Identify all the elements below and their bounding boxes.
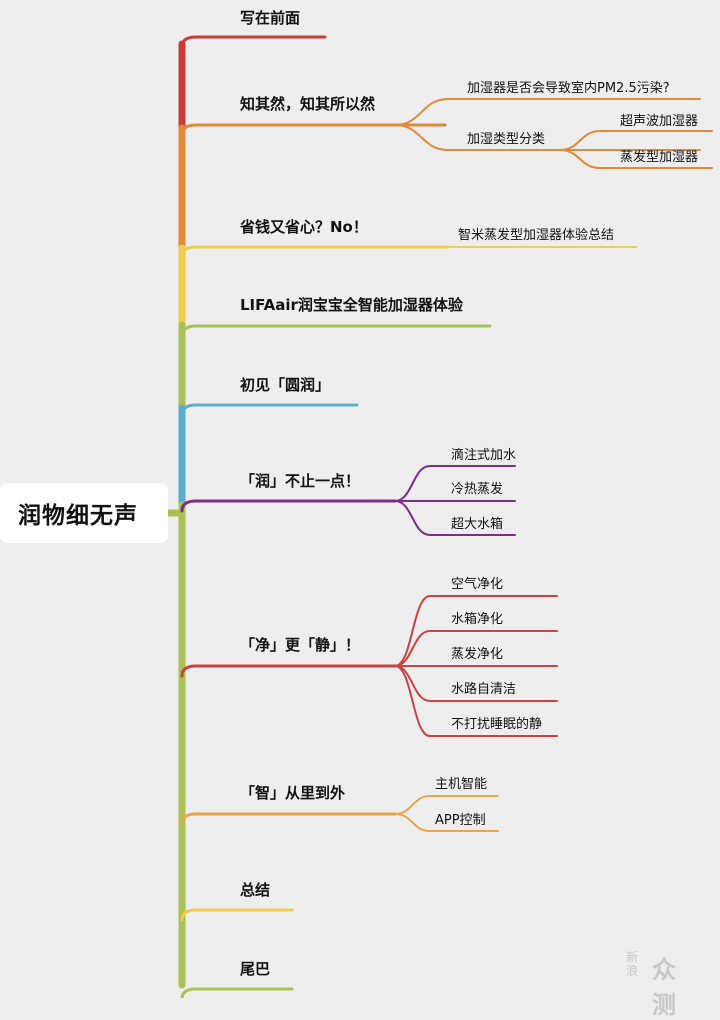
branch-label-lifaair[interactable]: LIFAair润宝宝全智能加湿器体验 xyxy=(240,296,463,314)
sub-label-quiet[interactable]: 不打扰睡眠的静 xyxy=(451,717,543,732)
branch-line-summary xyxy=(180,908,294,922)
branch-line-save xyxy=(180,245,450,259)
sub-line-moisture-2 xyxy=(394,500,516,536)
branch-label-smart[interactable]: 「智」从里到外 xyxy=(240,784,346,802)
sub-label-tank-purify[interactable]: 水箱净化 xyxy=(451,612,504,627)
branch-label-moisture[interactable]: 「润」不止一点！ xyxy=(240,472,361,490)
sub-label-zhimi[interactable]: 智米蒸发型加湿器体验总结 xyxy=(458,228,615,243)
sub-label-ultrasonic[interactable]: 超声波加湿器 xyxy=(620,114,699,129)
sub-line-moisture-0 xyxy=(394,465,516,502)
sub-line-clean-0 xyxy=(394,595,558,667)
branch-label-tail[interactable]: 尾巴 xyxy=(240,960,271,978)
branch-line-lifaair xyxy=(180,324,492,338)
sub-label-pm25[interactable]: 加湿器是否会导致室内PM2.5污染? xyxy=(467,81,670,96)
sub-label-types[interactable]: 加湿类型分类 xyxy=(467,132,546,147)
branch-label-summary[interactable]: 总结 xyxy=(240,881,271,899)
branch-line-clean-quiet xyxy=(180,664,397,678)
sub-label-drip[interactable]: 滴注式加水 xyxy=(451,448,517,463)
branch-label-clean-quiet[interactable]: 「净」更「静」！ xyxy=(240,636,361,654)
sub-line-clean-4 xyxy=(394,665,558,737)
sub-line-clean-1 xyxy=(394,630,558,667)
branch-line-moisture xyxy=(180,499,397,513)
sub-line-knowledge-0 xyxy=(394,98,701,126)
sub-label-air-purify[interactable]: 空气净化 xyxy=(451,577,504,592)
branch-line-tail xyxy=(180,987,294,998)
branch-line-first-look xyxy=(180,403,359,417)
root-node[interactable]: 润物细无声 xyxy=(0,483,168,543)
sub-line-smart-1 xyxy=(394,813,499,832)
watermark-large-text: 众测 xyxy=(652,956,677,1019)
sub-label-self-clean[interactable]: 水路自清洁 xyxy=(451,682,517,697)
sub-line-smart-0 xyxy=(394,795,499,815)
sub-line-types-1 xyxy=(559,149,713,169)
sub-label-evap-purify[interactable]: 蒸发净化 xyxy=(451,647,504,662)
branch-label-save[interactable]: 省钱又省心？No！ xyxy=(240,218,368,236)
branch-line-smart xyxy=(180,812,397,826)
sub-label-evaporative[interactable]: 蒸发型加湿器 xyxy=(620,150,699,165)
watermark-small-text: 新浪 xyxy=(626,950,639,978)
sub-label-app[interactable]: APP控制 xyxy=(435,813,486,828)
branch-line-intro xyxy=(180,35,327,49)
sub-label-big-tank[interactable]: 超大水箱 xyxy=(451,517,504,532)
branch-line-knowledge xyxy=(180,123,447,137)
branch-label-intro[interactable]: 写在前面 xyxy=(240,9,301,27)
branch-label-first-look[interactable]: 初见「圆润」 xyxy=(240,376,331,394)
sub-label-hot-cold[interactable]: 冷热蒸发 xyxy=(451,482,504,497)
branch-label-knowledge[interactable]: 知其然，知其所以然 xyxy=(240,95,376,113)
sub-label-host-smart[interactable]: 主机智能 xyxy=(435,777,488,792)
root-node-label: 润物细无声 xyxy=(18,503,138,529)
mindmap-connectors xyxy=(164,35,713,998)
sub-line-knowledge-1 xyxy=(394,124,701,151)
sub-line-types-0 xyxy=(559,130,713,151)
